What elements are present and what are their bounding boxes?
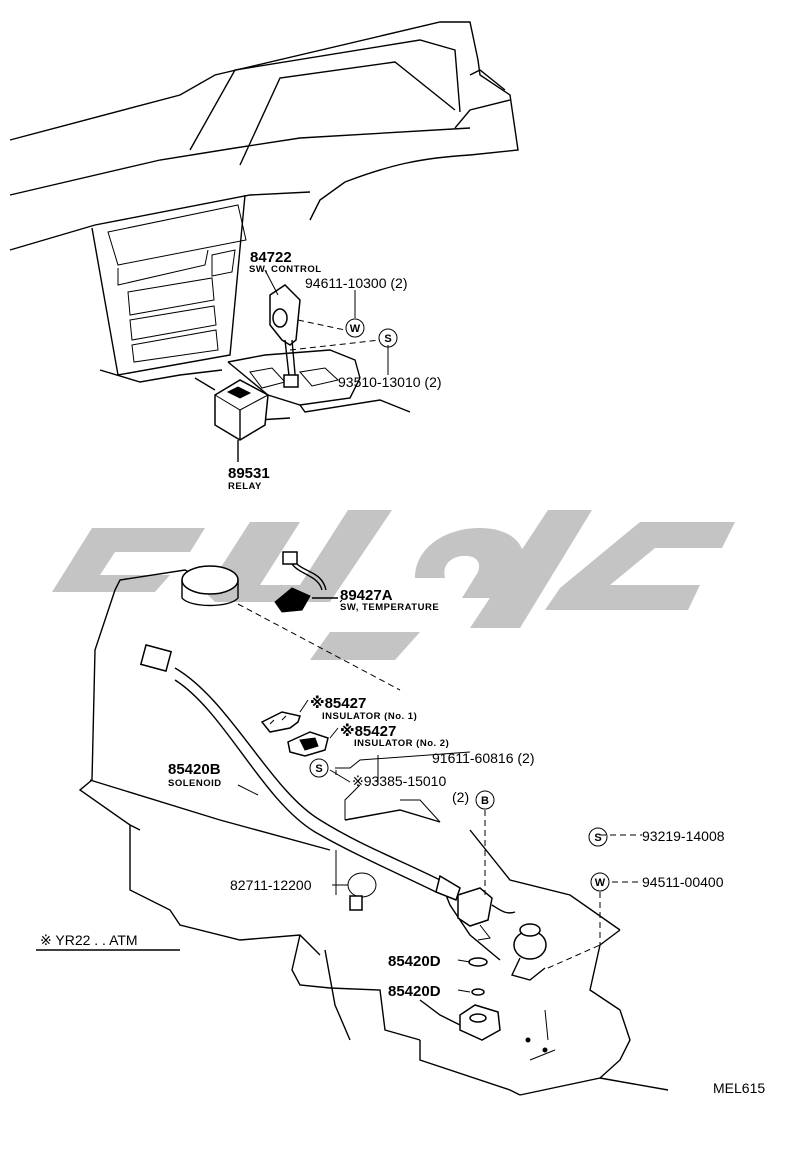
label-89427A-name: SW, TEMPERATURE <box>340 602 439 613</box>
stud-symbol-2: S <box>309 758 329 778</box>
label-89427A-number: 89427A <box>340 587 393 604</box>
label-84722-number: 84722 <box>250 249 292 266</box>
clamp-82711 <box>347 872 377 911</box>
label-94611: 94611-10300 (2) <box>305 275 407 291</box>
label-85420B-name: SOLENOID <box>168 778 222 789</box>
legend-note: ※ YR22 . . ATM <box>40 932 138 948</box>
watermark-logo <box>52 510 735 660</box>
label-93219: 93219-14008 <box>642 828 725 844</box>
figure-code: MEL615 <box>713 1080 765 1096</box>
dashboard-illustration <box>9 21 519 421</box>
label-85427-1-name: INSULATOR (No. 1) <box>322 711 417 722</box>
leader-lines <box>237 269 642 993</box>
solenoid-85420B <box>139 644 547 1041</box>
label-93385-qty: (2) <box>452 789 469 805</box>
svg-text:W: W <box>595 877 606 889</box>
label-93385: ※93385-15010 <box>352 773 446 789</box>
insulators-85427 <box>260 711 329 757</box>
label-85420D-2: 85420D <box>388 983 441 1000</box>
label-91611: 91611-60816 (2) <box>432 750 534 766</box>
svg-text:S: S <box>594 832 601 844</box>
engine-illustration <box>78 565 669 1096</box>
label-94511: 94511-00400 <box>642 874 724 890</box>
label-89531-name: RELAY <box>228 481 262 492</box>
bolt-symbol: B <box>475 790 495 810</box>
label-82711: 82711-12200 <box>230 877 312 893</box>
temperature-switch-89427A <box>274 551 338 613</box>
svg-text:B: B <box>481 795 489 807</box>
svg-text:W: W <box>350 323 361 335</box>
label-85420B-number: 85420B <box>168 761 221 778</box>
svg-text:S: S <box>315 763 322 775</box>
label-85427-1-number: ※85427 <box>310 694 366 712</box>
label-85427-2-number: ※85427 <box>340 722 396 740</box>
svg-text:S: S <box>384 333 391 345</box>
label-89531-number: 89531 <box>228 465 270 482</box>
washer-symbol-1: W <box>345 318 365 338</box>
stud-symbol-3: S <box>588 827 608 847</box>
label-85420D-1: 85420D <box>388 953 441 970</box>
control-switch-84722 <box>269 284 381 388</box>
label-93510: 93510-13010 (2) <box>338 374 442 390</box>
label-84722-name: SW, CONTROL <box>249 264 322 275</box>
relay-89531 <box>214 379 269 462</box>
stud-symbol-1: S <box>378 328 398 348</box>
label-85427-2-name: INSULATOR (No. 2) <box>354 738 449 749</box>
washer-symbol-2: W <box>590 872 610 892</box>
